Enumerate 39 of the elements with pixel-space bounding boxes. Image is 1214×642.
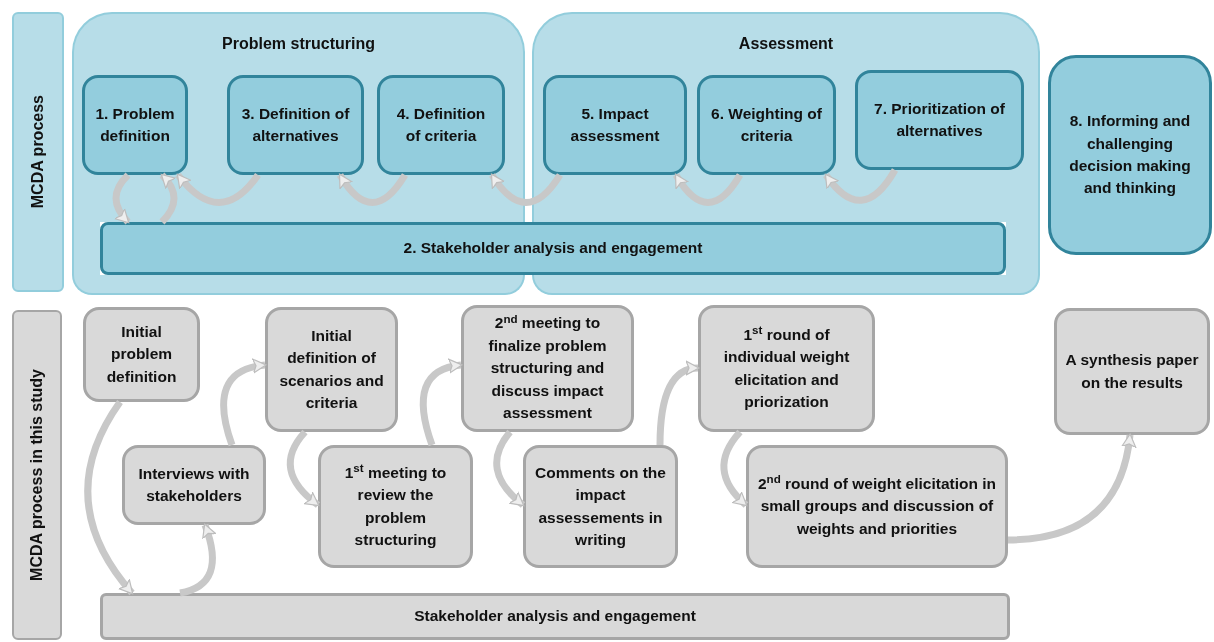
outcome-box: 8. Informing and challenging decision making and thinking xyxy=(1048,55,1212,255)
step-box: 2$^{nd}$ meeting to finalize problem structuring and discuss impact assessment xyxy=(461,305,634,432)
step-box: Comments on the impact assessements in writing xyxy=(523,445,678,568)
step-box: Initial problem definition xyxy=(83,307,200,402)
curved-arrow xyxy=(84,400,135,596)
phase-panel xyxy=(532,12,1040,222)
band-label: MCDA process in this study xyxy=(27,369,46,581)
curved-arrow xyxy=(175,172,261,206)
curved-arrow xyxy=(673,173,743,206)
step-box: A synthesis paper on the results xyxy=(1054,308,1210,435)
curved-arrow xyxy=(220,359,267,447)
step-box: Interviews with stakeholders xyxy=(122,445,266,525)
step-box: 1$^{st}$ meeting to review the problem structuring xyxy=(318,445,473,568)
curved-arrow xyxy=(159,172,178,225)
step-box: 5. Impact assessment xyxy=(543,75,687,175)
curved-arrow xyxy=(419,359,463,447)
side-band xyxy=(12,12,64,292)
step-box: 6. Weighting of criteria xyxy=(697,75,836,175)
band-label: MCDA process xyxy=(28,95,47,209)
step-box: 3. Definition of alternatives xyxy=(227,75,364,175)
step-box: 1. Problem definition xyxy=(82,75,188,175)
curved-arrow xyxy=(489,173,563,206)
stakeholder-bar: Stakeholder analysis and engagement xyxy=(100,593,1010,640)
curved-arrow xyxy=(823,168,898,204)
side-band xyxy=(12,310,62,640)
curved-arrow xyxy=(1007,433,1136,544)
step-box: 1$^{st}$ round of individual weight elicitation and priorization xyxy=(698,305,875,432)
step-box: 2$^{nd}$ round of weight elicitation in small groups and discussion of weights and priorities xyxy=(746,445,1008,568)
phase-panel xyxy=(72,12,525,222)
curved-arrow xyxy=(112,172,131,225)
phase-heading: Problem structuring xyxy=(222,34,375,54)
stakeholder-bar: 2. Stakeholder analysis and engagement xyxy=(100,222,1006,275)
step-box: Initial definition of scenarios and criteria xyxy=(265,307,398,432)
curved-arrow xyxy=(179,523,217,597)
step-box: 7. Prioritization of alternatives xyxy=(855,70,1024,170)
phase-heading: Assessment xyxy=(738,34,834,54)
curved-arrow xyxy=(656,361,700,446)
curved-arrow xyxy=(337,173,408,206)
step-box: 4. Definition of criteria xyxy=(377,75,505,175)
